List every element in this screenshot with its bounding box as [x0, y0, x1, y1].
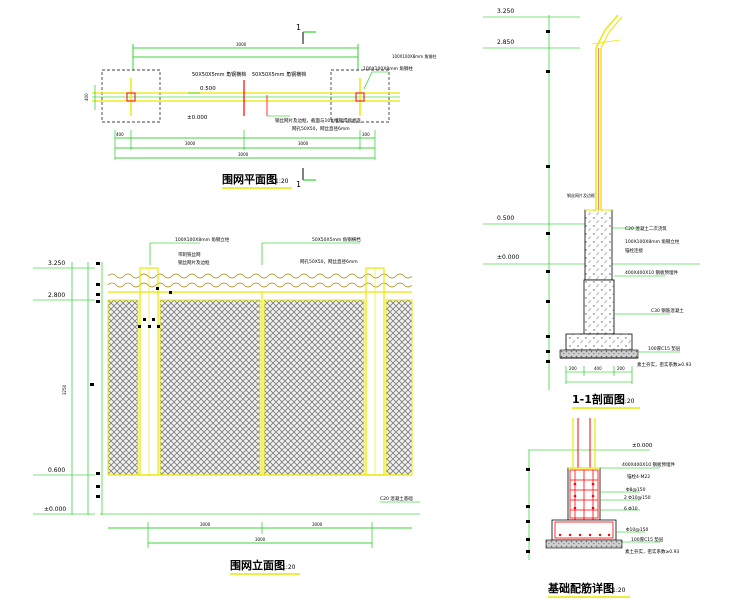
plan-scale: 1:20: [275, 178, 289, 185]
sec-label-c15: 100厚C15 垫层: [648, 345, 681, 352]
det-label-stirrup: Φ8@150: [626, 487, 646, 493]
sec-level-0000: ±0.000: [497, 254, 519, 261]
det-label-bar2: 6 Φ10: [624, 506, 638, 512]
elev-label-post: 100X100X8mm 角钢立柱: [175, 236, 230, 243]
sec-label-plate: 400X400X10 钢板预埋件: [625, 269, 678, 276]
elev-level-3250: 3.250: [48, 260, 65, 267]
sec-label-c20: C20 混凝土二次浇筑: [625, 225, 667, 232]
sec-dim-a: 200: [569, 366, 577, 371]
sec-dim-b: 400: [594, 366, 602, 371]
elevation-view: 100X100X8mm 角钢立柱 带刺铁丝网 钢丝网片及边框 50X50X5mm…: [33, 236, 420, 575]
elev-dim-height: 3250: [62, 384, 67, 395]
elev-label-wire: 带刺铁丝网: [178, 251, 201, 258]
plan-label-post-top: 100X100X8mm 角钢柱: [392, 53, 436, 59]
plan-title: 围网平面图: [222, 173, 277, 186]
plan-dim-side-right: 300: [362, 132, 370, 137]
plan-view: 1 3000 50X50X5mm 角钢横档 50X50X5mm 角钢横档 0.5…: [84, 23, 436, 189]
elev-mesh-panel-left: [107, 299, 139, 476]
plan-note-2: 网孔50X50，网丝直径6mm: [292, 125, 350, 132]
plan-dim-top: 3000: [236, 42, 247, 47]
elev-mesh-panel-2: [263, 299, 365, 476]
section-view: 3.250 2.850 0.500 ±0.000: [483, 8, 700, 409]
sec-level-3250: 3.250: [497, 8, 514, 15]
plan-post-left: [126, 92, 136, 102]
elev-label-rail: 50X50X5mm 角钢横档: [312, 236, 361, 243]
plan-label-post: 100X100X8mm 角钢柱: [363, 65, 413, 72]
sec-label-anchor: 锚栓连接: [625, 247, 643, 254]
det-level-0000: ±0.000: [632, 443, 653, 449]
section-mark-bottom: 1: [296, 180, 301, 189]
det-label-c15: 100厚C15 垫层: [631, 536, 664, 543]
det-label-soil: 素土夯实，密实系数≥0.93: [625, 548, 679, 555]
sec-scale: 1:20: [621, 398, 635, 405]
plan-dim-side-left: 400: [116, 132, 124, 137]
sec-label-post: 100X100X8mm 角钢立柱: [625, 238, 680, 245]
sec-level-0500: 0.500: [497, 215, 514, 222]
elev-mesh-panel-right: [385, 299, 413, 476]
plan-dim-bottom-2: 3000: [298, 141, 309, 146]
det-footing: [551, 519, 617, 541]
det-scale: 1:20: [612, 587, 626, 594]
sec-label-c30: C30 钢筋混凝土: [651, 307, 684, 314]
sec-title: 1-1剖面图: [572, 392, 625, 406]
plan-dim-bottom-1: 3000: [185, 141, 196, 146]
sec-pier: [583, 279, 615, 335]
sec-level-2850: 2.850: [497, 39, 514, 46]
sec-footing: [565, 333, 633, 351]
elev-barbed-band: [108, 270, 412, 292]
plan-dim-left: 400: [84, 93, 89, 101]
plan-note-1: 钢丝网片及边框，截面与10#槽钢焊接相连: [275, 117, 361, 124]
elev-label-mesh: 钢丝网片及边框: [178, 259, 210, 266]
det-title: 基础配筋详图: [547, 581, 614, 595]
plan-level-top: 0.500: [200, 86, 216, 92]
elev-level-2800: 2.800: [48, 292, 65, 299]
elev-scale: 1:20: [282, 564, 296, 571]
det-c15-bed: [545, 539, 623, 549]
section-mark-top: 1: [296, 23, 301, 32]
sec-dim-c: 200: [617, 366, 625, 371]
sec-c15-bed: [559, 349, 639, 359]
sec-label-mesh: 钢丝网片及边框: [567, 192, 595, 198]
plan-label-rail-left: 50X50X5mm 角钢横档: [192, 71, 246, 78]
plan-dim-total: 3000: [238, 152, 249, 157]
elev-dim-span-1: 3000: [200, 522, 211, 527]
elev-label-mesh-spec: 网孔50X50，网丝直径6mm: [300, 258, 358, 265]
foundation-detail-view: ±0.000: [526, 418, 679, 598]
elev-dim-total: 3000: [255, 537, 266, 542]
elev-mesh-panel-1: [159, 299, 261, 476]
elev-dim-span-2: 3000: [312, 522, 323, 527]
det-label-bar3: Φ10@150: [626, 527, 648, 533]
sec-c20-pour: [584, 209, 613, 281]
elev-title: 围网立面图: [230, 558, 285, 572]
elev-dim-ticks: [90, 262, 100, 498]
elev-level-0000: ±0.000: [44, 506, 66, 513]
det-label-bar1: 2 Φ10@150: [624, 495, 651, 501]
sec-label-soil: 素土夯实，密实系数≥0.93: [637, 361, 691, 368]
elev-label-base: C20 混凝土基础: [380, 495, 413, 502]
elev-level-0600: 0.600: [48, 467, 65, 474]
plan-level-bottom: ±0.000: [187, 115, 208, 121]
det-label-bolt: 锚栓4-M22: [627, 473, 650, 480]
det-label-plate: 400X400X10 钢板预埋件: [622, 461, 675, 468]
plan-label-rail-right: 50X50X5mm 角钢横档: [252, 71, 306, 78]
plan-post-right: [355, 92, 365, 102]
